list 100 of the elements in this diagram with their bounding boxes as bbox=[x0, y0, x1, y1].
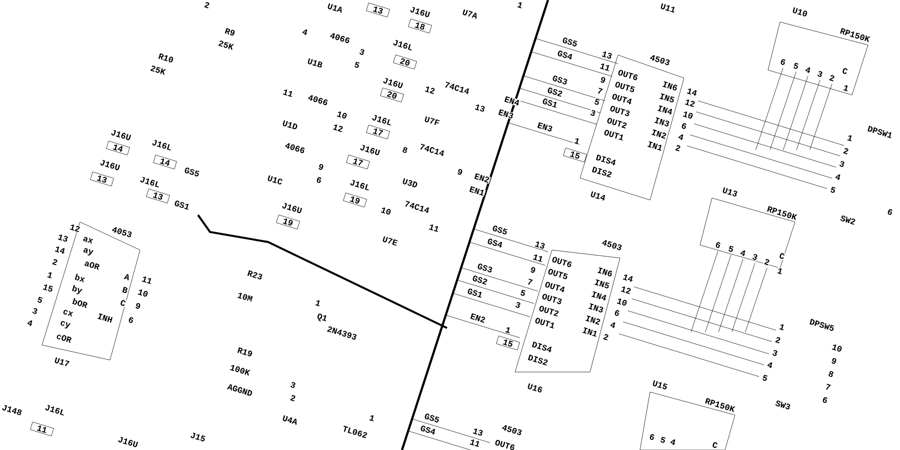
schematic-label: 6 bbox=[126, 316, 136, 324]
schematic-label: 13 bbox=[474, 103, 486, 113]
schematic-label: 25K bbox=[149, 64, 167, 76]
schematic-label: 3 bbox=[514, 300, 522, 310]
schematic-label: DIS2 bbox=[526, 354, 550, 366]
schematic-label: DIS4 bbox=[530, 340, 554, 354]
schematic-label: 6 bbox=[612, 308, 622, 318]
schematic-label: OUT4 bbox=[610, 92, 634, 106]
jumper-box: 13 bbox=[366, 2, 390, 18]
schematic-label: J16U bbox=[280, 202, 304, 214]
schematic-label: 2 bbox=[842, 146, 850, 156]
schematic-label: 9 bbox=[528, 266, 538, 274]
schematic-label: GS5 bbox=[423, 412, 441, 424]
schematic-label: bOR bbox=[71, 297, 89, 309]
schematic-label: 5 bbox=[829, 186, 838, 194]
schematic-label: 5 bbox=[519, 288, 528, 298]
jumper-box: 18 bbox=[408, 18, 432, 34]
schematic-label: 5 bbox=[36, 296, 44, 304]
schematic-label: OUT5 bbox=[614, 80, 636, 94]
schematic-label: IN2 bbox=[584, 314, 602, 326]
schematic-label: R19 bbox=[236, 346, 254, 358]
schematic-label: 6 bbox=[886, 208, 894, 216]
schematic-label: Q1 bbox=[315, 312, 329, 324]
schematic-label: 10 bbox=[616, 297, 628, 307]
schematic-label: 13 bbox=[534, 240, 546, 250]
schematic-label: 4066 bbox=[284, 142, 306, 154]
schematic-label: R10 bbox=[157, 52, 175, 64]
schematic-label: 3 bbox=[358, 48, 366, 56]
schematic-label: 6 bbox=[820, 396, 830, 404]
schematic-label: J16L bbox=[138, 176, 162, 188]
schematic-label: GS4 bbox=[486, 237, 504, 249]
schematic-label: 5 bbox=[352, 60, 362, 70]
schematic-label: 4 bbox=[301, 28, 309, 36]
jumper-box: 17 bbox=[346, 154, 370, 170]
schematic-label: 3 bbox=[750, 252, 760, 262]
schematic-label: GS1 bbox=[173, 199, 191, 211]
schematic-label: 74C14 bbox=[403, 200, 431, 214]
jumper-box: 20 bbox=[393, 54, 417, 70]
schematic-label: U16 bbox=[526, 382, 544, 394]
schematic-label: 5 bbox=[659, 436, 668, 444]
schematic-label: 1 bbox=[516, 0, 524, 10]
schematic-label: GS2 bbox=[546, 86, 564, 98]
schematic-label: 100K bbox=[228, 364, 252, 376]
schematic-label: 2 bbox=[50, 258, 60, 266]
schematic-label: 9 bbox=[456, 168, 464, 176]
schematic-label: 13 bbox=[56, 233, 70, 243]
schematic-label: 1 bbox=[846, 134, 854, 142]
schematic-label: 6 bbox=[314, 176, 324, 184]
schematic-label: TL062 bbox=[341, 424, 369, 440]
schematic-label: B bbox=[121, 286, 129, 294]
schematic-label: DPSW5 bbox=[808, 318, 836, 332]
jumper-box: 13 bbox=[90, 172, 114, 186]
schematic-label: 3 bbox=[30, 306, 40, 316]
schematic-label: 13 bbox=[600, 50, 614, 60]
schematic-label: U1D bbox=[281, 119, 299, 131]
schematic-label: 74C14 bbox=[443, 80, 471, 96]
schematic-label: J16U bbox=[110, 128, 132, 142]
schematic-label: U10 bbox=[791, 6, 809, 18]
schematic-label: GS3 bbox=[476, 262, 494, 274]
schematic-label: 10M bbox=[236, 291, 254, 303]
schematic-label: U14 bbox=[589, 190, 607, 202]
schematic-label: GS3 bbox=[551, 74, 569, 86]
schematic-label: OUT2 bbox=[606, 116, 628, 130]
schematic-label: 4 bbox=[766, 360, 774, 370]
schematic-label: RP150K bbox=[704, 397, 736, 413]
schematic-label: 4 bbox=[834, 172, 842, 182]
schematic-label: 5 bbox=[727, 244, 736, 254]
schematic-label: 11 bbox=[532, 253, 544, 263]
jumper-box: 17 bbox=[366, 124, 390, 140]
schematic-label: OUT2 bbox=[538, 304, 560, 318]
schematic-label: IN1 bbox=[581, 326, 599, 338]
schematic-label: 10 bbox=[380, 206, 392, 216]
schematic-label: GS5 bbox=[561, 36, 579, 48]
schematic-label: cOR bbox=[55, 332, 73, 344]
schematic-label: 7 bbox=[596, 86, 604, 96]
schematic-label: U15 bbox=[651, 379, 669, 391]
schematic-label: 12 bbox=[424, 85, 436, 95]
schematic-label: 1 bbox=[504, 326, 512, 334]
schematic-label: IN2 bbox=[650, 128, 668, 140]
schematic-label: 10 bbox=[136, 288, 150, 298]
schematic-label: 8 bbox=[400, 146, 410, 154]
schematic-label: U1B bbox=[306, 57, 324, 69]
schematic-label: 8 bbox=[826, 370, 836, 378]
schematic-label: 12 bbox=[332, 123, 344, 133]
schematic-label: IN5 bbox=[658, 92, 676, 104]
schematic-label: 4066 bbox=[306, 94, 330, 106]
schematic-label: 6 bbox=[714, 240, 722, 250]
schematic-label: IN6 bbox=[661, 80, 679, 92]
schematic-label: 4 bbox=[804, 66, 812, 74]
schematic-label: 2N4393 bbox=[326, 325, 358, 341]
schematic-label: 1 bbox=[368, 414, 376, 422]
jumper-box: 15 bbox=[496, 336, 520, 350]
schematic-label: 3 bbox=[588, 108, 598, 118]
schematic-label: ay bbox=[81, 246, 95, 258]
schematic-label: RP150K bbox=[838, 27, 872, 43]
schematic-label: J16U bbox=[358, 144, 382, 156]
schematic-label: ax bbox=[82, 236, 94, 244]
schematic-label: J15 bbox=[189, 431, 207, 443]
schematic-label: 3 bbox=[838, 160, 846, 168]
schematic-label: 4 bbox=[669, 438, 677, 446]
